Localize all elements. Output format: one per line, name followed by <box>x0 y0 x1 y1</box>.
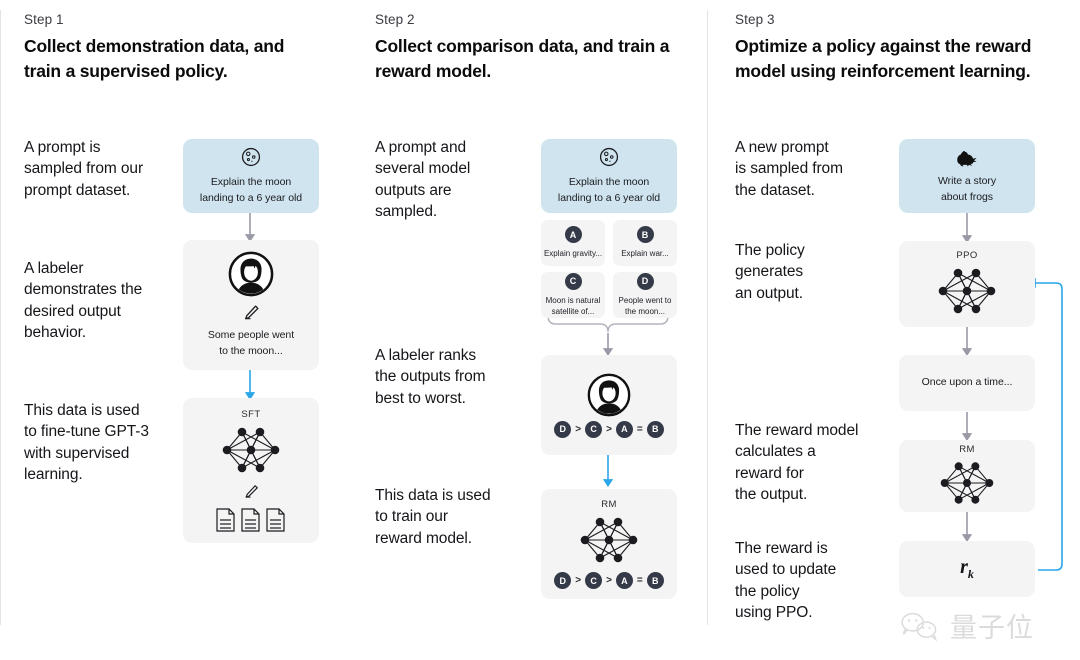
step-2-output-card-b[interactable]: B Explain war... <box>613 220 677 266</box>
step-3-label: Step 3 <box>735 12 775 27</box>
step-2-caption-3: This data is used to train our reward mo… <box>375 487 491 547</box>
column-divider-1 <box>0 10 1 625</box>
output-c-text: Moon is natural satellite of... <box>545 295 601 316</box>
neural-network-icon <box>940 461 994 504</box>
rm-rank-badge-3: A <box>615 572 633 589</box>
badge-d: D <box>636 272 654 290</box>
step-2-title: Collect comparison data, and train a rew… <box>375 36 670 81</box>
step-2-prompt-text: Explain the moon landing to a 6 year old <box>557 176 661 204</box>
rm-rank-op-2: > <box>606 575 612 586</box>
badge-a: A <box>564 226 582 244</box>
rank-op-3: = <box>636 423 643 435</box>
rm-rank-op-3: = <box>636 575 643 586</box>
rm-rank-op-1: > <box>575 575 582 586</box>
reward-r: r <box>960 556 968 578</box>
output-a-text: Explain gravity... <box>543 249 603 259</box>
step-2-rm-label: RM <box>601 499 617 510</box>
step-3-caption-2: The policy generates an output. <box>735 242 805 302</box>
rank-op-2: > <box>606 423 612 435</box>
step-1-label: Step 1 <box>24 12 64 27</box>
moon-icon <box>241 148 261 167</box>
step-1-sft-label: SFT <box>241 408 261 420</box>
labeler-avatar-icon <box>587 373 631 416</box>
moon-icon <box>599 148 619 167</box>
frog-icon <box>957 151 977 167</box>
step-1-column: Step 1 Collect demonstration data, and t… <box>0 0 347 660</box>
step-2-reward-model-box[interactable]: RM <box>541 489 677 599</box>
pencil-icon <box>245 484 258 498</box>
column-divider-2 <box>707 10 708 625</box>
step-3-rm-label: RM <box>959 443 975 455</box>
step-3-ppo-label: PPO <box>956 249 978 261</box>
step-1-labeler-text: Some people went to the moon... <box>207 329 295 357</box>
step-2-column: Step 2 Collect comparison data, and trai… <box>347 0 707 660</box>
step-2-ranking-row: D > C > A = B <box>554 420 664 438</box>
output-d-text: People went to the moon... <box>618 295 672 316</box>
step-1-prompt-text: Explain the moon landing to a 6 year old <box>199 176 303 204</box>
rank-badge-2: C <box>585 420 603 438</box>
step-3-policy-box[interactable]: PPO <box>899 241 1035 327</box>
watermark: 量子位 <box>898 606 1034 645</box>
badge-b: B <box>636 226 654 244</box>
step-1-labeler-box[interactable]: Some people went to the moon... <box>183 240 319 370</box>
watermark-text: 量子位 <box>950 613 1034 644</box>
wechat-icon <box>901 612 938 642</box>
step-2-output-card-c[interactable]: C Moon is natural satellite of... <box>541 272 605 318</box>
rm-rank-badge-4: B <box>646 572 664 589</box>
step-2-rm-ranking-row: D > C > A = B <box>554 572 664 589</box>
step-3-caption-3: The reward model calculates a reward for… <box>735 422 859 504</box>
step-3-reward-box[interactable]: rk <box>899 541 1035 597</box>
step-3-caption-1: A new prompt is sampled from the dataset… <box>735 139 843 199</box>
rank-badge-3: A <box>615 420 633 438</box>
step-1-caption-3: This data is used to fine-tune GPT-3 wit… <box>24 402 149 484</box>
rank-badge-1: D <box>554 420 572 438</box>
step-3-title: Optimize a policy against the reward mod… <box>735 36 1032 81</box>
rm-rank-badge-2: C <box>585 572 603 589</box>
step-3-reward-model-box[interactable]: RM <box>899 440 1035 512</box>
step-3-output-text: Once upon a time... <box>921 376 1013 389</box>
pencil-icon <box>245 305 259 320</box>
step-2-output-card-d[interactable]: D People went to the moon... <box>613 272 677 318</box>
step-1-caption-1: A prompt is sampled from our prompt data… <box>24 139 144 199</box>
labeler-avatar-icon <box>228 251 274 297</box>
step-2-prompt-box[interactable]: Explain the moon landing to a 6 year old <box>541 139 677 213</box>
reward-subscript: k <box>967 567 974 581</box>
rank-badge-4: B <box>646 420 664 438</box>
neural-network-icon <box>938 268 996 313</box>
badge-c: C <box>564 272 582 290</box>
step-1-prompt-box[interactable]: Explain the moon landing to a 6 year old <box>183 139 319 213</box>
step-3-caption-4: The reward is used to update the policy … <box>735 540 837 622</box>
step-1-title: Collect demonstration data, and train a … <box>24 36 285 81</box>
neural-network-icon <box>580 517 638 563</box>
rm-rank-badge-1: D <box>554 572 572 589</box>
step-3-output-box[interactable]: Once upon a time... <box>899 355 1035 411</box>
step-2-ranking-box[interactable]: D > C > A = B <box>541 355 677 455</box>
step-3-prompt-text: Write a story about frogs <box>937 175 997 203</box>
step-3-column: Step 3 Optimize a policy against the rew… <box>707 0 1080 660</box>
step-2-label: Step 2 <box>375 12 415 27</box>
rank-op-1: > <box>575 423 582 435</box>
step-2-output-card-a[interactable]: A Explain gravity... <box>541 220 605 266</box>
step-1-caption-2: A labeler demonstrates the desired outpu… <box>24 260 143 342</box>
reward-symbol: rk <box>960 556 974 582</box>
neural-network-icon <box>222 427 280 472</box>
documents-icon <box>216 507 285 532</box>
step-1-sft-box[interactable]: SFT <box>183 398 319 543</box>
output-b-text: Explain war... <box>621 249 669 259</box>
step-3-prompt-box[interactable]: Write a story about frogs <box>899 139 1035 213</box>
step-2-caption-1: A prompt and several model outputs are s… <box>375 139 471 221</box>
step-2-caption-2: A labeler ranks the outputs from best to… <box>375 347 486 407</box>
